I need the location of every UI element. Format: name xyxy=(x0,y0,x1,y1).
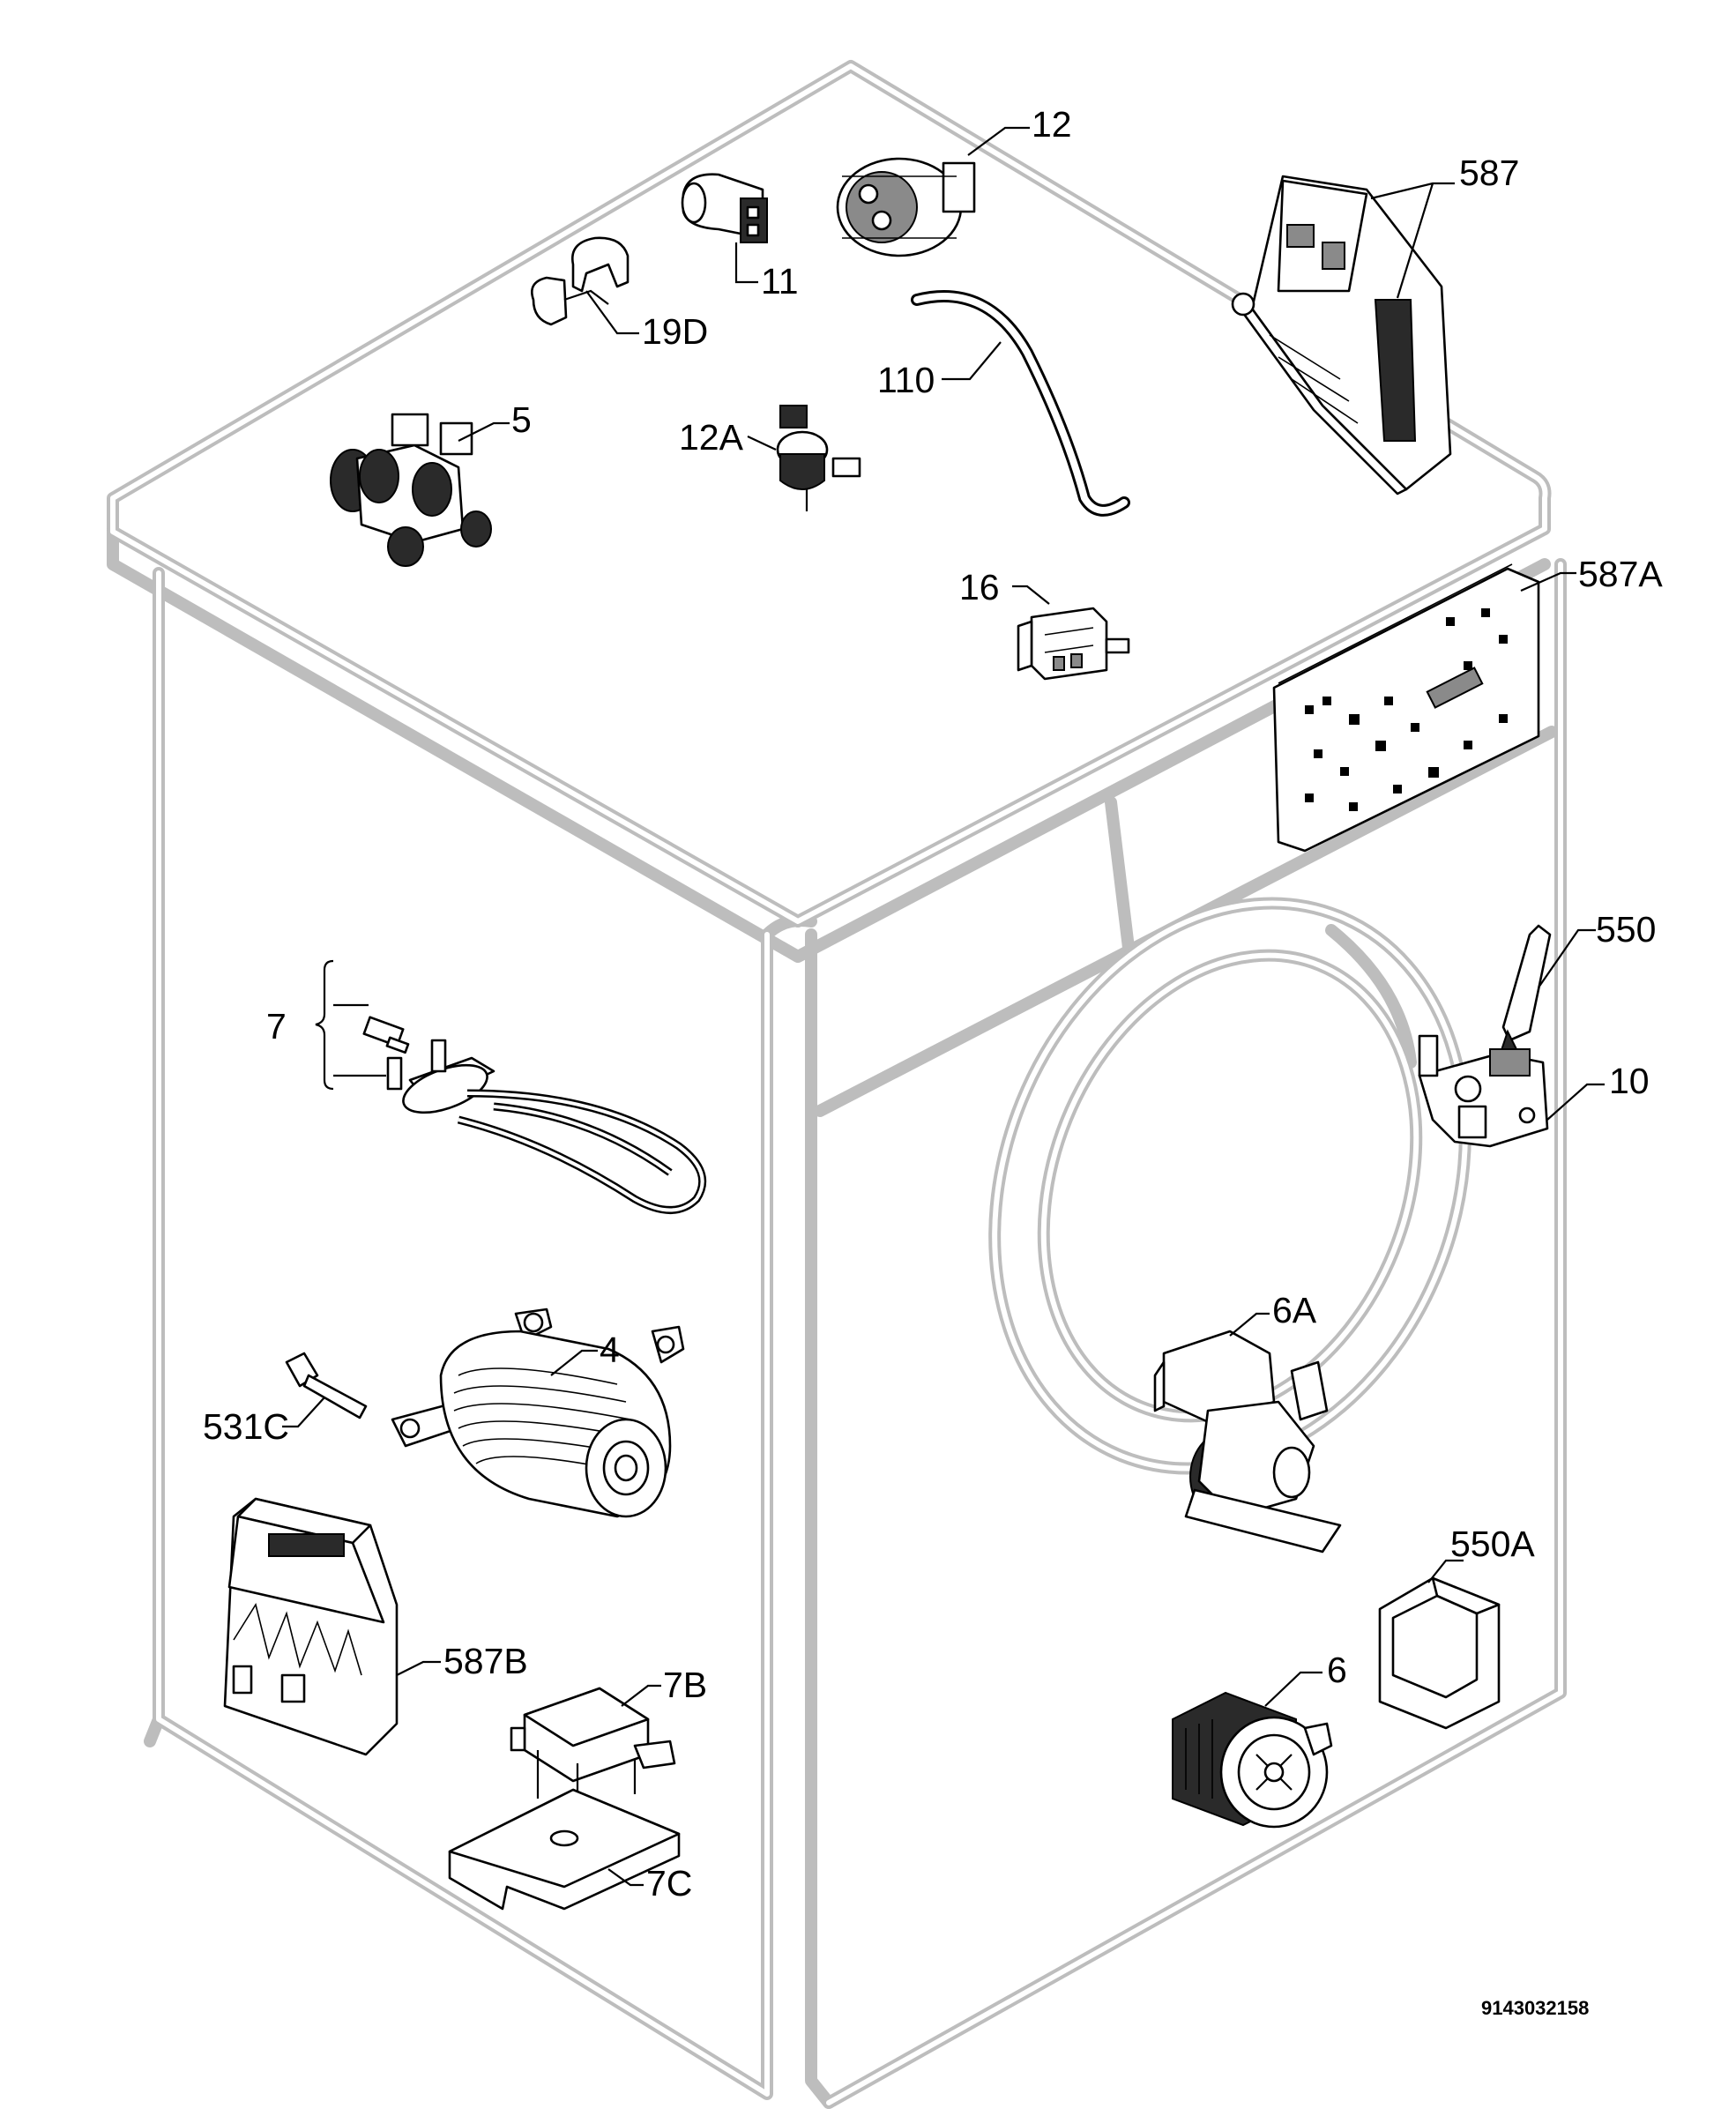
cabinet-outline xyxy=(107,60,1567,2109)
part-12-selector-switch xyxy=(836,157,976,257)
svg-text:12: 12 xyxy=(1032,104,1072,145)
document-number: 9143032158 xyxy=(1481,1997,1589,2019)
part-5-inlet-valve xyxy=(330,413,492,567)
svg-text:4: 4 xyxy=(600,1330,620,1370)
label-7c: 7C xyxy=(607,1863,692,1904)
svg-text:110: 110 xyxy=(877,360,935,400)
label-7b: 7B xyxy=(621,1665,707,1707)
svg-text:587: 587 xyxy=(1459,153,1519,193)
part-6a-drain-pump xyxy=(1153,1330,1342,1553)
part-550a-handle-frame xyxy=(1378,1576,1501,1730)
svg-text:7C: 7C xyxy=(646,1863,692,1904)
svg-text:531C: 531C xyxy=(203,1406,289,1447)
part-16-switch xyxy=(1017,607,1130,681)
part-7-door-lock xyxy=(1418,1034,1549,1148)
label-587a: 587A xyxy=(1520,554,1663,594)
svg-text:587A: 587A xyxy=(1578,554,1663,594)
part-19d-suppressor xyxy=(531,236,630,326)
part-531c-screw xyxy=(285,1352,368,1419)
label-587b: 587B xyxy=(396,1641,528,1681)
label-531c: 531C xyxy=(203,1397,325,1447)
svg-text:11: 11 xyxy=(761,261,799,302)
part-10-heating-element xyxy=(362,1016,707,1214)
part-6-pump-motor xyxy=(1172,1691,1333,1829)
label-4: 4 xyxy=(550,1330,620,1376)
part-587-control-module xyxy=(1231,175,1452,495)
part-587a-display-board xyxy=(1272,563,1540,853)
svg-text:7: 7 xyxy=(266,1006,287,1047)
label-12a: 12A xyxy=(679,417,777,458)
label-550a: 550A xyxy=(1427,1524,1535,1583)
label-6: 6 xyxy=(1264,1650,1347,1707)
part-11-capacitor xyxy=(681,173,768,243)
svg-text:550: 550 xyxy=(1596,909,1656,950)
part-587b-power-module xyxy=(223,1497,399,1756)
part-7c-base-plate xyxy=(448,1788,681,1911)
svg-text:12A: 12A xyxy=(679,417,744,458)
svg-text:5: 5 xyxy=(511,399,532,440)
label-11: 11 xyxy=(734,242,799,302)
svg-text:587B: 587B xyxy=(443,1641,528,1681)
svg-text:19D: 19D xyxy=(642,311,708,352)
svg-text:6A: 6A xyxy=(1272,1290,1317,1330)
label-550: 550 xyxy=(1538,909,1656,988)
part-12a-pressure-switch xyxy=(776,405,861,511)
part-110-hose xyxy=(911,290,1130,517)
svg-text:16: 16 xyxy=(959,567,1000,607)
label-19d: 19D xyxy=(585,290,708,352)
label-10: 7 xyxy=(266,959,386,1091)
label-5: 5 xyxy=(458,399,532,442)
part-550-door-handle xyxy=(1497,924,1552,1060)
label-7: 10 xyxy=(1546,1061,1650,1121)
label-6a: 6A xyxy=(1229,1290,1317,1337)
svg-text:550A: 550A xyxy=(1450,1524,1535,1564)
label-587: 587 xyxy=(1370,153,1519,299)
svg-text:10: 10 xyxy=(1609,1061,1650,1101)
label-110: 110 xyxy=(877,341,1002,400)
part-7b-sensor xyxy=(510,1687,676,1816)
label-16: 16 xyxy=(959,567,1050,607)
svg-text:6: 6 xyxy=(1327,1650,1347,1690)
part-4-motor xyxy=(391,1308,685,1518)
label-12: 12 xyxy=(967,104,1072,156)
svg-text:7B: 7B xyxy=(663,1665,707,1705)
